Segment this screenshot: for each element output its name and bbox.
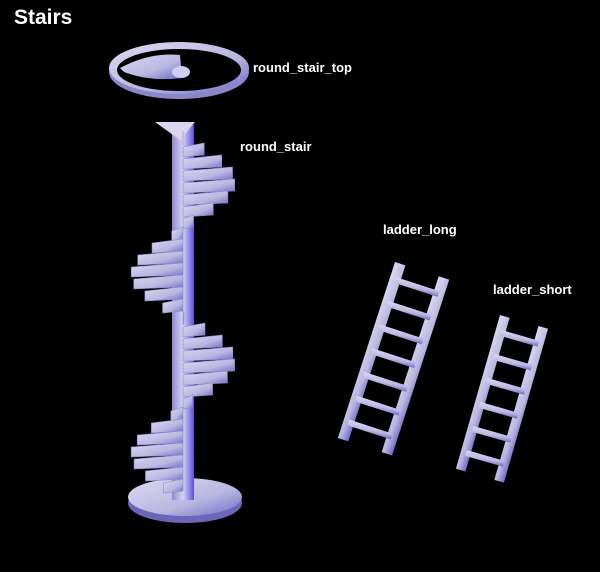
stair-step — [182, 178, 235, 194]
stair-step — [182, 154, 223, 170]
label-round-stair-top: round_stair_top — [253, 60, 352, 75]
ladder-short-model — [455, 315, 549, 483]
stair-step — [163, 478, 184, 494]
stair-step — [151, 418, 184, 434]
ladder-rung — [362, 371, 409, 392]
ladder-rung — [378, 324, 424, 345]
stair-step — [182, 334, 223, 350]
stair-step — [182, 358, 235, 374]
ladder-rung — [499, 329, 540, 347]
ladder-rung — [485, 377, 526, 395]
stair-step — [182, 322, 206, 338]
stair-step — [182, 310, 185, 326]
stair-step — [144, 286, 184, 302]
stair-step — [182, 370, 228, 386]
stair-step — [182, 190, 229, 206]
ladder-rung — [492, 353, 533, 371]
ladder-rung — [478, 401, 519, 419]
ladder-long-model — [337, 262, 450, 456]
ladder-rung — [385, 300, 432, 321]
round-stair-top-model — [109, 42, 249, 99]
stair-step — [182, 202, 214, 218]
ladder-rung — [464, 449, 505, 467]
round-stair-model — [128, 122, 242, 523]
stair-steps — [130, 131, 235, 494]
ladder-short-rungs — [464, 329, 540, 467]
label-ladder-long: ladder_long — [383, 222, 457, 237]
stair-step — [133, 454, 184, 470]
stair-step — [137, 250, 184, 266]
stair-step — [182, 394, 193, 410]
stair-step — [182, 142, 205, 158]
stair-step — [145, 466, 184, 482]
ladder-rung — [370, 348, 417, 369]
ladder-rung — [393, 276, 440, 297]
stair-step — [133, 274, 184, 290]
stair-step — [136, 430, 184, 446]
stair-step — [151, 238, 184, 254]
ladder-rung — [347, 419, 393, 440]
stair-step — [182, 214, 194, 230]
stair-step — [162, 298, 184, 314]
ladder-rung — [354, 395, 401, 416]
stair-step — [182, 382, 213, 398]
ladder-rung — [471, 425, 512, 443]
label-ladder-short: ladder_short — [493, 282, 572, 297]
page-title: Stairs — [14, 6, 73, 29]
ladder-long-rungs — [347, 276, 440, 440]
label-round-stair: round_stair — [240, 139, 312, 154]
